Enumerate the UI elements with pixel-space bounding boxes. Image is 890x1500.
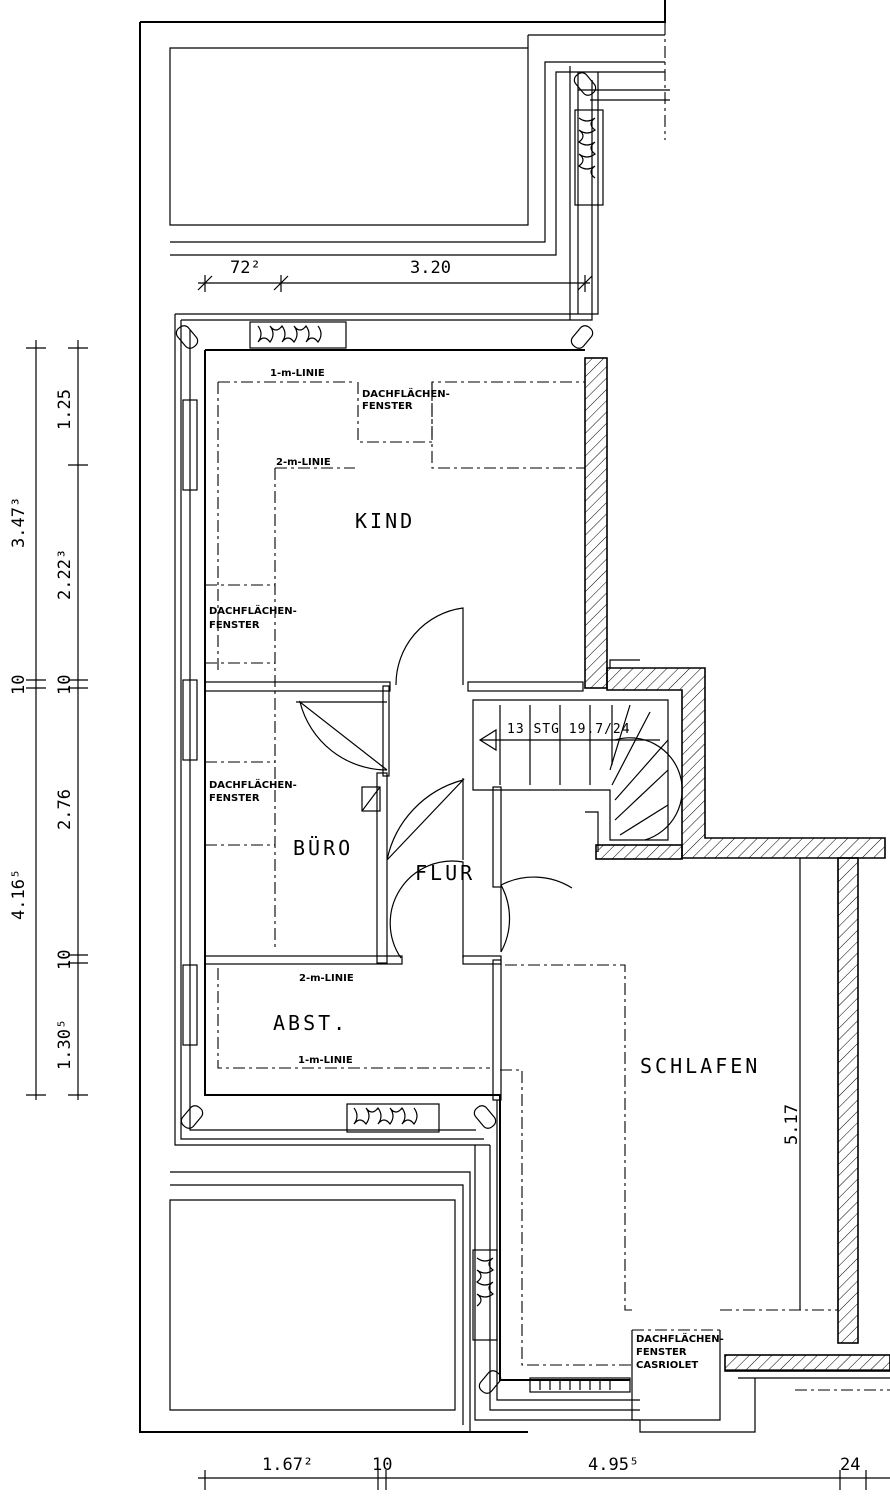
schlafen-right-wall: [837, 857, 859, 1344]
label-1m-linie-bottom: 1-m-LINIE: [298, 1055, 353, 1066]
dimensions: 72² 3.20 3.47³ 10 4.16⁵ 1.25 2.22³ 10 2.…: [9, 258, 890, 1490]
label-dachfenster-buero-2: FENSTER: [209, 793, 260, 804]
dashed-lines: [205, 381, 838, 1366]
dim-left-outer-mid: 10: [9, 675, 29, 695]
casriolet-window: [631, 858, 890, 1433]
door-schlafen: [500, 884, 511, 953]
kind-right-wall: [584, 357, 608, 689]
label-dachfenster-buero-1: DACHFLÄCHEN-: [209, 777, 297, 791]
label-dachfenster-kind-left-1: DACHFLÄCHEN-: [209, 603, 297, 617]
dim-bottom-4: 24: [840, 1455, 860, 1475]
dim-top-left: 72²: [230, 258, 261, 278]
hatched-walls: [584, 357, 890, 1372]
partitions: [204, 681, 584, 1101]
door-kind: [395, 607, 464, 686]
outer-outline: [139, 0, 666, 1433]
label-dachfenster-schlafen-2: FENSTER: [636, 1347, 687, 1358]
dim-left-outer-bottom: 4.16⁵: [9, 869, 29, 920]
roof-terrace-top: [169, 47, 529, 226]
insulation-symbols: [175, 72, 631, 1394]
annotations: 1-m-LINIE 2-m-LINIE DACHFLÄCHEN- FENSTER…: [209, 368, 724, 1371]
dim-schlafen-height: 5.17: [782, 1104, 802, 1145]
dim-bottom-2: 10: [372, 1455, 392, 1475]
label-dachfenster-kind-left-2: FENSTER: [209, 620, 260, 631]
room-label-kind: KIND: [355, 509, 415, 533]
room-label-abst: ABST.: [273, 1011, 348, 1035]
dim-left-inner-1: 1.25: [55, 389, 75, 430]
dim-left-inner-3: 10: [55, 675, 75, 695]
room-labels: KIND BÜRO FLUR ABST. SCHLAFEN: [273, 509, 760, 1078]
label-2m-linie-bottom: 2-m-LINIE: [299, 973, 354, 984]
room-label-schlafen: SCHLAFEN: [640, 1054, 760, 1078]
dim-left-inner-5: 10: [55, 950, 75, 970]
label-dachfenster-schlafen-1: DACHFLÄCHEN-: [636, 1331, 724, 1345]
dim-bottom-1: 1.67²: [262, 1455, 313, 1475]
dim-left-inner-4: 2.76: [55, 789, 75, 830]
dim-top-right: 3.20: [410, 258, 451, 278]
stair-wall: [606, 667, 886, 859]
dim-left-inner-2: 2.22³: [55, 549, 75, 600]
dim-left-outer-top: 3.47³: [9, 497, 29, 548]
label-dachfenster-schlafen-3: CASRIOLET: [636, 1360, 698, 1371]
label-dachfenster-kind-top-1: DACHFLÄCHEN-: [362, 386, 450, 400]
wall-layers: [174, 66, 670, 1421]
dim-bottom-3: 4.95⁵: [588, 1455, 639, 1475]
door-abst: [389, 860, 464, 959]
room-label-flur: FLUR: [415, 861, 475, 885]
door-buero: [386, 778, 465, 861]
doors: [296, 607, 573, 959]
dim-left-inner-6: 1.30⁵: [55, 1019, 75, 1070]
label-dachfenster-kind-top-2: FENSTER: [362, 401, 413, 412]
label-2m-linie-top: 2-m-LINIE: [276, 457, 331, 468]
label-1m-linie-top: 1-m-LINIE: [270, 368, 325, 379]
room-label-buero: BÜRO: [293, 836, 353, 860]
roof-terrace-bottom: [169, 1199, 456, 1411]
stair: [472, 699, 683, 852]
label-stair: 13 STG 19.7/24: [507, 722, 631, 737]
